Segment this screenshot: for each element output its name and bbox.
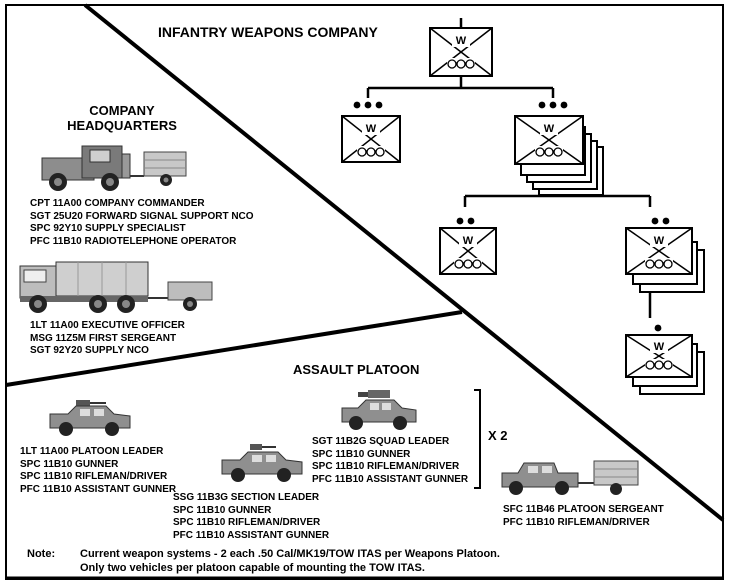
- hq-roster-1: CPT 11A00 COMPANY COMMANDER SGT 25U20 FO…: [30, 198, 254, 248]
- squad-bracket: [474, 389, 481, 489]
- roster-line: 1LT 11A00 EXECUTIVE OFFICER: [30, 320, 185, 331]
- hmmwv-trailer-icon: [501, 460, 639, 495]
- hmmwv-gun-icon: [49, 400, 131, 436]
- squad-multiplier: X 2: [488, 428, 508, 443]
- diagonal-divider: [83, 3, 725, 522]
- squad-leader-roster: SGT 11B2G SQUAD LEADER SPC 11B10 GUNNER …: [312, 436, 468, 486]
- roster-line: SPC 11B10 RIFLEMAN/DRIVER: [173, 517, 321, 528]
- note-line-1: Current weapon systems - 2 each .50 Cal/…: [80, 548, 500, 560]
- roster-line: SGT 25U20 FORWARD SIGNAL SUPPORT NCO: [30, 210, 254, 222]
- hq-header: COMPANY HEADQUARTERS: [56, 103, 188, 133]
- roster-line: SPC 11B10 GUNNER: [312, 448, 411, 460]
- org-connectors: [366, 18, 652, 318]
- roster-line: CPT 11A00 COMPANY COMMANDER: [30, 198, 205, 209]
- roster-line: SPC 11B10 GUNNER: [20, 458, 119, 470]
- echelon-dots: [353, 101, 670, 332]
- unit-box-crosses: [341, 27, 693, 378]
- note-label: Note:: [27, 548, 56, 560]
- cargo-truck-icon: [19, 261, 213, 313]
- hq-roster-2: 1LT 11A00 EXECUTIVE OFFICER MSG 11Z5M FI…: [30, 320, 185, 358]
- unit-letter: W: [366, 123, 377, 135]
- hq-header-line: HEADQUARTERS: [67, 118, 177, 133]
- roster-line: SPC 11B10 RIFLEMAN/DRIVER: [312, 461, 460, 472]
- unit-wheel-circles: [357, 58, 673, 371]
- roster-line: PFC 11B10 ASSISTANT GUNNER: [173, 529, 330, 541]
- roster-line: 1LT 11A00 PLATOON LEADER: [20, 446, 164, 457]
- page-title: INFANTRY WEAPONS COMPANY: [158, 24, 378, 40]
- roster-line: SGT 11B2G SQUAD LEADER: [312, 436, 450, 447]
- unit-letter: W: [456, 35, 467, 47]
- unit-letter: W: [654, 341, 665, 353]
- hmmwv-gun-icon: [221, 444, 303, 482]
- mrap-vehicle-icon: [41, 145, 187, 191]
- unit-letter: W: [654, 235, 665, 247]
- section-leader-roster: SSG 11B3G SECTION LEADER SPC 11B10 GUNNE…: [173, 492, 329, 542]
- note-line-2: Only two vehicles per platoon capable of…: [80, 562, 425, 574]
- roster-line: PFC 11B10 ASSISTANT GUNNER: [20, 483, 177, 495]
- roster-line: SPC 92Y10 SUPPLY SPECIALIST: [30, 223, 186, 234]
- roster-line: SGT 92Y20 SUPPLY NCO: [30, 345, 149, 356]
- hq-header-line: COMPANY: [89, 103, 155, 118]
- roster-line: SPC 11B10 RIFLEMAN/DRIVER: [20, 471, 168, 482]
- roster-line: SPC 11B10 GUNNER: [173, 504, 272, 516]
- platoon-sergeant-roster: SFC 11B46 PLATOON SERGEANT PFC 11B10 RIF…: [503, 504, 664, 529]
- assault-platoon-header: ASSAULT PLATOON: [293, 362, 420, 377]
- unit-letter: W: [463, 235, 474, 247]
- roster-line: SFC 11B46 PLATOON SERGEANT: [503, 504, 664, 515]
- platoon-leader-roster: 1LT 11A00 PLATOON LEADER SPC 11B10 GUNNE…: [20, 446, 176, 496]
- roster-line: PFC 11B10 ASSISTANT GUNNER: [312, 473, 469, 485]
- roster-line: PFC 11B10 RADIOTELEPHONE OPERATOR: [30, 235, 237, 247]
- roster-line: SSG 11B3G SECTION LEADER: [173, 492, 320, 503]
- roster-line: PFC 11B10 RIFLEMAN/DRIVER: [503, 516, 650, 528]
- hmmwv-tow-icon: [341, 390, 417, 430]
- unit-letter: W: [544, 123, 555, 135]
- section-divider: [5, 310, 463, 387]
- roster-line: MSG 11Z5M FIRST SERGEANT: [30, 332, 177, 344]
- unit-letters: W W W W W W: [362, 34, 668, 353]
